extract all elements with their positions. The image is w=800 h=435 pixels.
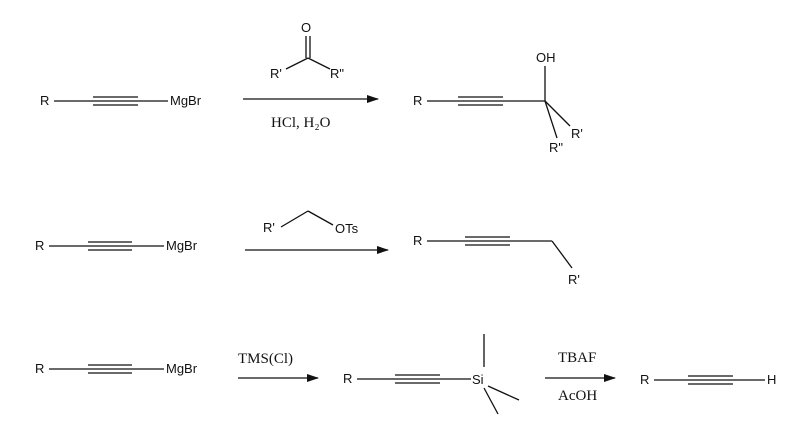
r-prime-label: R' (263, 220, 275, 235)
reaction-3: R MgBr TMS(Cl) R Si TBAF AcOH (35, 334, 776, 415)
single-bond (280, 210, 309, 228)
reagent-label: TBAF (558, 350, 596, 366)
si-methyl-bond (483, 387, 499, 415)
single-bond (544, 100, 558, 139)
r-group-label: R (40, 93, 49, 108)
reaction-1-reactant: R MgBr (40, 93, 202, 108)
reaction-1-ketone-reagent: O R' R" (270, 20, 344, 81)
oxygen-label: O (301, 20, 311, 35)
reagent-label: TMS(Cl) (238, 351, 293, 367)
reagent-label: AcOH (558, 388, 597, 404)
mgbr-label: MgBr (166, 238, 198, 253)
r-group-label: R (343, 371, 352, 386)
mgbr-label: MgBr (170, 93, 202, 108)
reaction-2-product: R R' (413, 233, 580, 287)
reaction-3-reactant: R MgBr (35, 361, 198, 376)
reaction-1-product: R OH R' R" (413, 50, 583, 155)
r-group-label: R (640, 372, 649, 387)
reaction-3-intermediate: R Si (343, 334, 520, 415)
reaction-2: R MgBr R' OTs R R' (35, 210, 580, 287)
reaction-2-reactant: R MgBr (35, 238, 198, 253)
single-bond (544, 100, 571, 127)
single-bond (551, 240, 573, 269)
r-group-label: R (413, 233, 422, 248)
r-prime-label: R' (270, 66, 282, 81)
reaction-1: R MgBr O R' R" HCl, H₂O R (40, 20, 583, 155)
si-methyl-bond (487, 385, 520, 401)
ots-label: OTs (335, 221, 359, 236)
single-bond (285, 57, 309, 70)
silicon-label: Si (472, 372, 484, 387)
mgbr-label: MgBr (166, 361, 198, 376)
r-group-label: R (35, 238, 44, 253)
r-double-prime-label: R" (549, 140, 563, 155)
r-prime-label: R' (568, 272, 580, 287)
r-prime-label: R' (571, 126, 583, 141)
r-group-label: R (35, 361, 44, 376)
reaction-2-tosylate-reagent: R' OTs (263, 210, 359, 236)
single-bond (307, 210, 334, 226)
reaction-3-product: R H (640, 372, 776, 387)
conditions-label: HCl, H₂O (271, 115, 331, 131)
hydroxyl-label: OH (536, 50, 556, 65)
hydrogen-label: H (767, 372, 776, 387)
single-bond (307, 57, 331, 70)
r-double-prime-label: R" (330, 66, 344, 81)
r-group-label: R (413, 93, 422, 108)
